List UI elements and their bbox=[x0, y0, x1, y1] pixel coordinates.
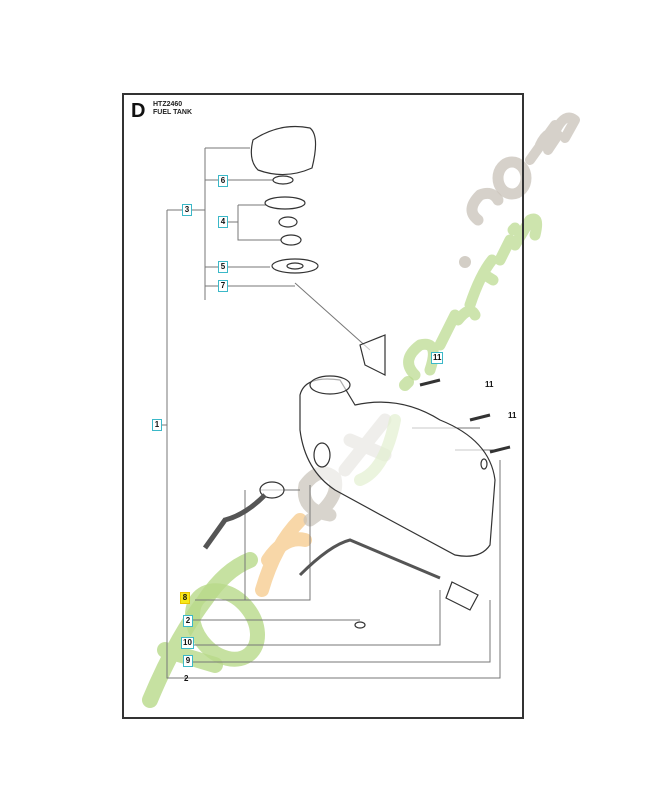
callout-11-plain: 11 bbox=[508, 411, 517, 420]
callout-2[interactable]: 2 bbox=[183, 615, 193, 627]
callout-4[interactable]: 4 bbox=[218, 216, 228, 228]
callout-11[interactable]: 11 bbox=[431, 352, 444, 364]
callout-11-plain: 11 bbox=[485, 380, 494, 389]
fuel-tank bbox=[202, 334, 511, 629]
diagram-title: FUEL TANK bbox=[153, 109, 193, 116]
callout-10[interactable]: 10 bbox=[181, 637, 194, 649]
callout-2-plain: 2 bbox=[184, 674, 189, 683]
fuel-cap bbox=[250, 125, 319, 274]
diagram-frame bbox=[122, 93, 524, 719]
callout-7[interactable]: 7 bbox=[218, 280, 228, 292]
callout-8-highlighted[interactable]: 8 bbox=[180, 592, 190, 604]
diagram-code: HTZ2460 bbox=[153, 101, 183, 108]
callout-3[interactable]: 3 bbox=[182, 204, 192, 216]
callout-9[interactable]: 9 bbox=[183, 655, 193, 667]
callout-1[interactable]: 1 bbox=[152, 419, 162, 431]
section-letter: D bbox=[131, 100, 146, 122]
watermark-logo bbox=[142, 112, 580, 708]
diagram-header: HTZ2460 FUEL TANK bbox=[153, 101, 192, 117]
callout-5[interactable]: 5 bbox=[218, 261, 228, 273]
callout-6[interactable]: 6 bbox=[218, 175, 228, 187]
